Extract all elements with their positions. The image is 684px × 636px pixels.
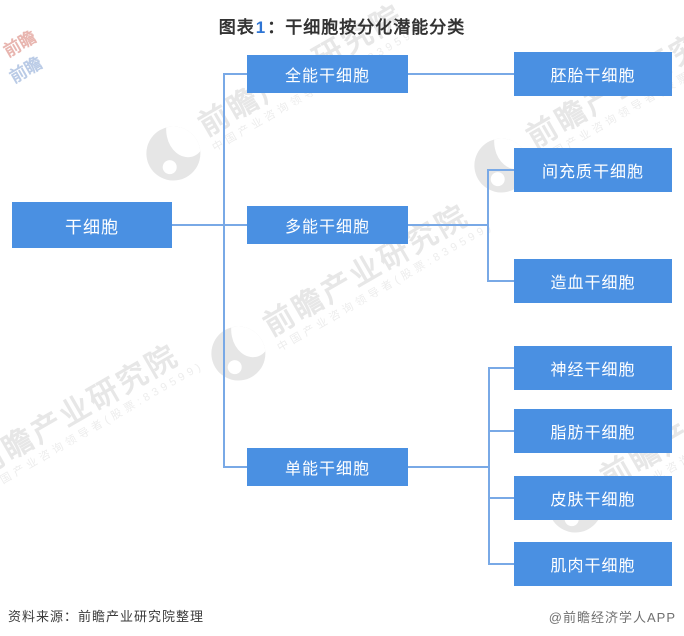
chart-title-prefix: 图表 [218,18,255,37]
connector [489,169,514,171]
connector [488,367,490,565]
chart-title-text: ：干细胞按分化潜能分类 [267,18,466,37]
connector [489,280,514,282]
chart-title-number: 1 [255,18,267,37]
connector [225,224,247,226]
connector [408,224,489,226]
node-skin: 皮肤干细胞 [514,476,672,520]
watermark-stamp: 前瞻产业研究院 中国产业咨询领导者(股票:839599) [0,328,209,531]
connector [172,224,225,226]
connector [408,73,514,75]
node-adipose: 脂肪干细胞 [514,409,672,453]
qianzhan-logo-watermark-icon [136,116,211,191]
connector [408,466,489,468]
connector [223,73,225,468]
node-embryonic: 胚胎干细胞 [514,52,672,96]
app-credit: @前瞻经济学人APP [548,610,676,625]
source-note: 资料来源：前瞻产业研究院整理 [8,609,205,624]
node-mesenchymal: 间充质干细胞 [514,148,672,192]
watermark-tagline-text: 中国产业咨询领导者(股票:839599) [0,360,207,495]
node-hematopoietic: 造血干细胞 [514,259,672,303]
qianzhan-logo-watermark-icon [201,316,276,391]
connector [490,497,514,499]
corner-watermark-fragment: 前瞻 [6,53,46,87]
node-totipotent: 全能干细胞 [247,55,408,93]
node-muscle: 肌肉干细胞 [514,542,672,586]
node-stem-cell: 干细胞 [12,202,172,248]
connector [490,430,514,432]
connector [490,563,514,565]
node-neural: 神经干细胞 [514,346,672,390]
watermark-brand-text: 前瞻产业研究院 [0,338,185,483]
connector [225,466,247,468]
node-unipotent: 单能干细胞 [247,448,408,486]
connector [225,73,247,75]
connector [487,169,489,282]
node-pluripotent: 多能干细胞 [247,206,408,244]
connector [490,367,514,369]
chart-title: 图表1：干细胞按分化潜能分类 [0,13,684,38]
